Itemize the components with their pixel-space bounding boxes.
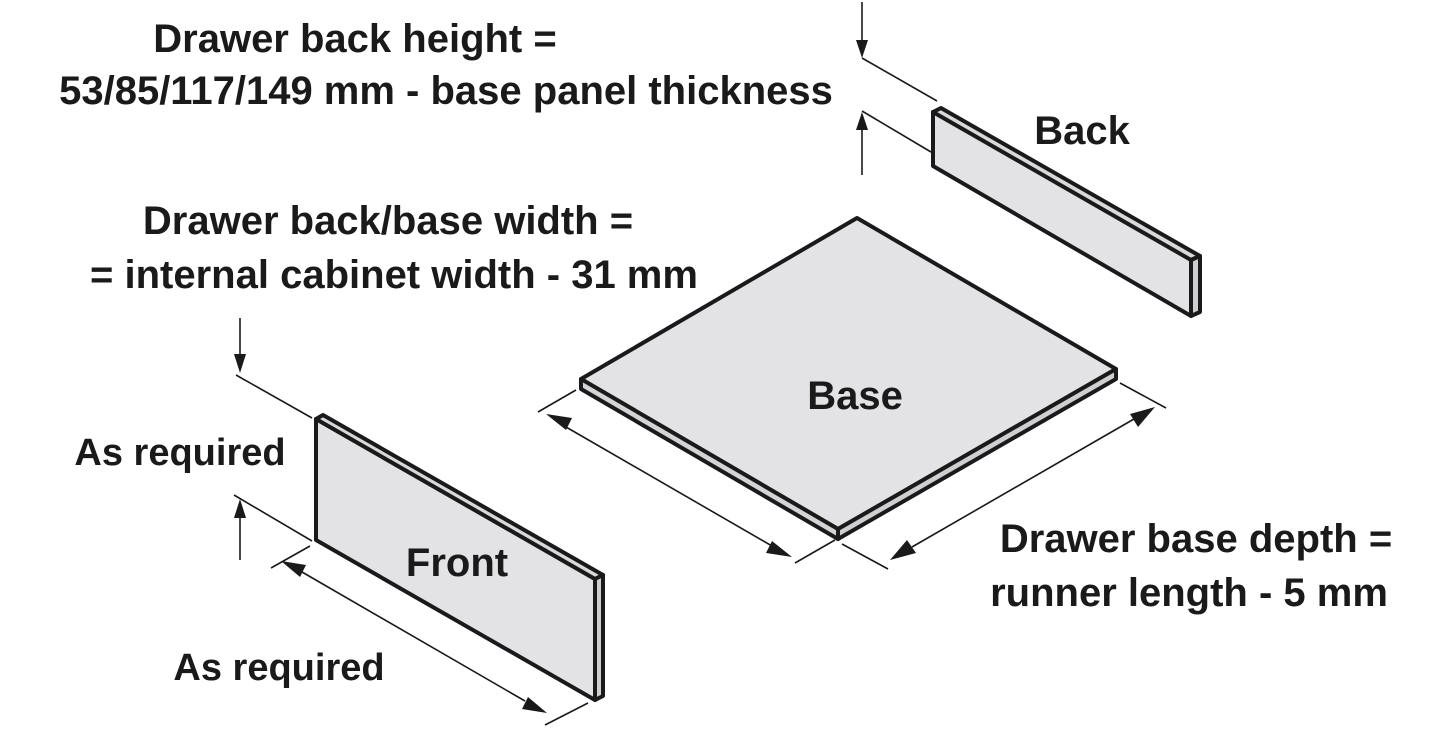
width-label-line1: Drawer back/base width = (143, 199, 633, 243)
base-label: Base (807, 374, 903, 418)
front-height-label: As required (74, 432, 285, 474)
front-label: Front (406, 541, 508, 585)
depth-label-line2: runner length - 5 mm (990, 571, 1388, 615)
back-panel-side-edge (1189, 254, 1202, 318)
base-depth-dimension (841, 382, 1167, 570)
back-label: Back (1034, 109, 1130, 153)
front-height-dimension (233, 318, 313, 560)
base-width-dimension (537, 389, 836, 564)
depth-label-line1: Drawer base depth = (1000, 517, 1392, 561)
base-panel (579, 216, 1118, 541)
front-panel-side-edge (593, 573, 605, 702)
back-panel (931, 106, 1202, 318)
front-width-dimension (270, 545, 589, 726)
base-panel-side-edge (836, 367, 1118, 541)
back-height-dimension (856, 2, 938, 175)
front-panel (314, 413, 605, 702)
width-label-line2: = internal cabinet width - 31 mm (90, 253, 698, 297)
front-width-label: As required (173, 647, 384, 689)
back-height-label-line2: 53/85/117/149 mm - base panel thickness (59, 69, 833, 113)
back-height-label-line1: Drawer back height = (153, 17, 556, 61)
